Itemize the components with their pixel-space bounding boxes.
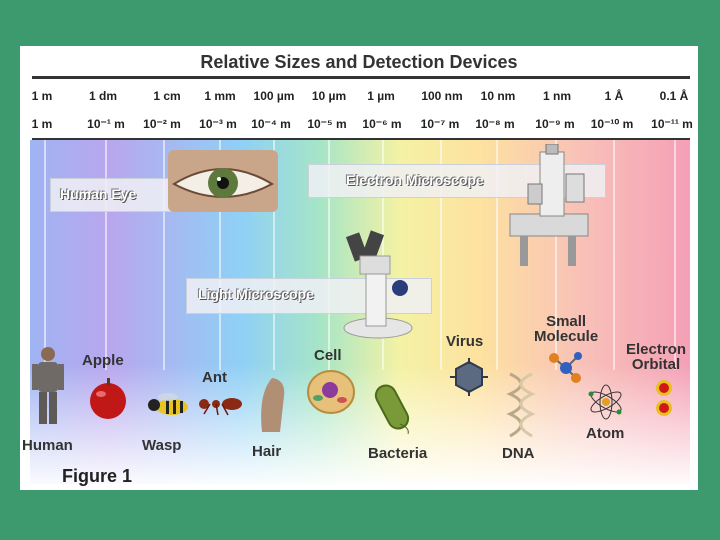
electron-orbital-label: Electron Orbital [626,342,686,372]
scale-row-top: 1 m 1 dm 1 cm 1 mm 100 µm 10 µm 1 µm 100… [20,89,698,107]
scale-top-label: 1 nm [543,89,571,103]
scale-top-label: 1 cm [153,89,180,103]
scale-top-label: 1 mm [204,89,235,103]
ant-icon [196,392,248,416]
scale-bottom-label: 10⁻⁶ m [362,117,401,131]
scale-top-label: 10 nm [481,89,516,103]
scale-top-label: 1 Å [605,89,624,103]
electron-orbital-label-line2: Orbital [632,356,680,373]
scale-gridline [613,140,615,370]
scale-top-label: 0.1 Å [660,89,689,103]
electron-microscope-icon [506,144,592,270]
eye-icon [168,150,278,212]
bacteria-icon [370,380,416,436]
scale-rule-top [32,76,690,79]
scale-top-label: 100 µm [254,89,295,103]
virus-icon [450,358,488,396]
scale-bottom-label: 10⁻¹¹ m [651,117,693,131]
dna-icon [506,372,536,438]
scale-bottom-label: 10⁻³ m [199,117,237,131]
bacteria-label: Bacteria [368,446,427,461]
scale-bottom-label: 10⁻⁴ m [251,117,291,131]
molecule-icon [544,348,584,386]
scale-top-label: 100 nm [421,89,462,103]
dna-label: DNA [502,446,535,461]
figure-title: Relative Sizes and Detection Devices [20,52,698,73]
electron-orbital-icon [654,378,674,418]
atom-label: Atom [586,426,624,441]
wasp-icon [146,391,192,421]
scale-row-bottom: 1 m 10⁻¹ m 10⁻² m 10⁻³ m 10⁻⁴ m 10⁻⁵ m 1… [20,117,698,135]
scale-bottom-label: 10⁻⁸ m [475,117,514,131]
scale-gridline [674,140,676,370]
human-eye-label: Human Eye [60,186,136,202]
electron-microscope-label: Electron Microscope [346,172,484,188]
hair-icon [256,374,290,434]
small-molecule-label: Small Molecule [534,314,598,344]
scale-gridline [163,140,165,370]
cell-icon [306,368,356,416]
scale-top-label: 10 µm [312,89,346,103]
light-microscope-label: Light Microscope [198,286,314,302]
hair-label: Hair [252,444,281,459]
scale-bottom-label: 10⁻¹ m [87,117,125,131]
scale-top-label: 1 m [32,89,53,103]
light-microscope-icon [340,228,414,340]
scale-bottom-label: 10⁻⁵ m [307,117,346,131]
scale-bottom-label: 1 m [32,117,53,131]
cell-label: Cell [314,348,342,363]
figure-panel: Relative Sizes and Detection Devices 1 m… [20,46,698,490]
scale-bottom-label: 10⁻⁹ m [535,117,574,131]
scale-top-label: 1 dm [89,89,117,103]
scale-bottom-label: 10⁻² m [143,117,181,131]
atom-icon [586,382,626,422]
scale-bottom-label: 10⁻⁷ m [421,117,460,131]
scale-bottom-label: 10⁻¹⁰ m [591,117,634,131]
wasp-label: Wasp [142,438,181,453]
virus-label: Virus [446,334,483,349]
scale-gridline [44,140,46,370]
human-icon [30,346,66,426]
ant-label: Ant [202,370,227,385]
apple-label: Apple [82,353,124,368]
apple-icon [86,376,130,420]
figure-label: Figure 1 [62,466,132,487]
scale-gridline [105,140,107,370]
small-molecule-label-line2: Molecule [534,328,598,345]
human-label: Human [22,438,73,453]
scale-top-label: 1 µm [367,89,395,103]
